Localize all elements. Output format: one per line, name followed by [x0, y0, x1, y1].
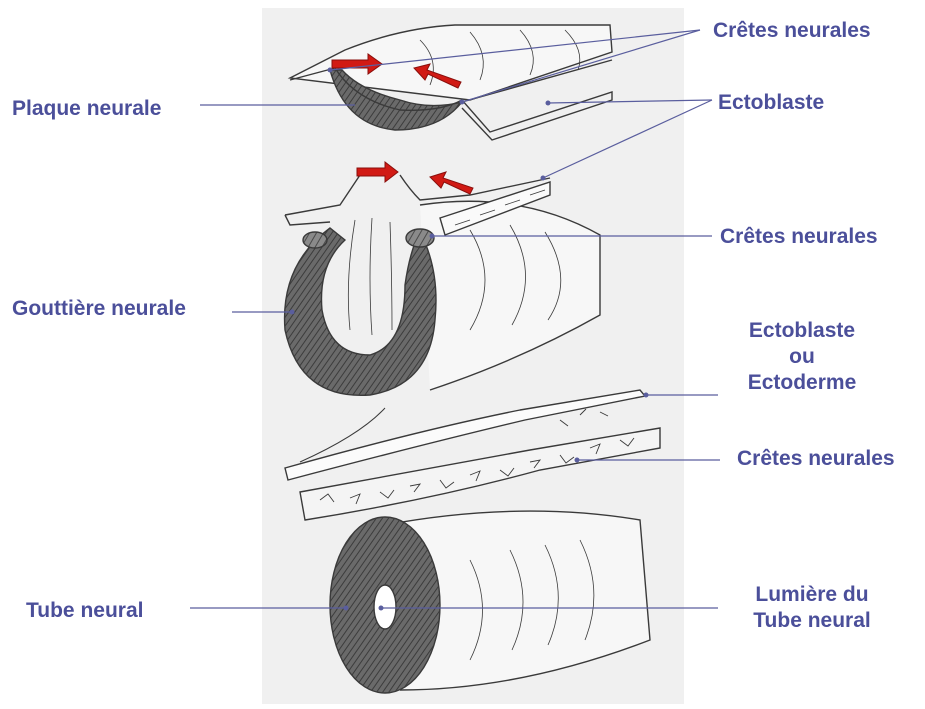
label-cretes-neurales-middle: Crêtes neurales	[720, 224, 878, 250]
label-ectoblaste-ou-ectoderme: Ectoblaste ou Ectoderme	[728, 318, 876, 396]
label-cretes-neurales-top: Crêtes neurales	[713, 18, 871, 44]
label-gouttiere-neurale: Gouttière neurale	[12, 296, 186, 322]
label-tube-neural: Tube neural	[26, 598, 143, 624]
label-ou-line: ou	[728, 344, 876, 370]
label-ectoderme-line: Ectoderme	[728, 370, 876, 396]
label-ectoblaste-top: Ectoblaste	[718, 90, 824, 116]
label-ectoblaste-line: Ectoblaste	[728, 318, 876, 344]
label-tube-neural-line: Tube neural	[724, 608, 900, 634]
label-lumiere-line: Lumière du	[724, 582, 900, 608]
label-lumiere-du-tube-neural: Lumière du Tube neural	[724, 582, 900, 634]
label-plaque-neurale: Plaque neurale	[12, 96, 161, 122]
tube-lumen	[374, 585, 396, 629]
label-cretes-neurales-bottom: Crêtes neurales	[737, 446, 895, 472]
